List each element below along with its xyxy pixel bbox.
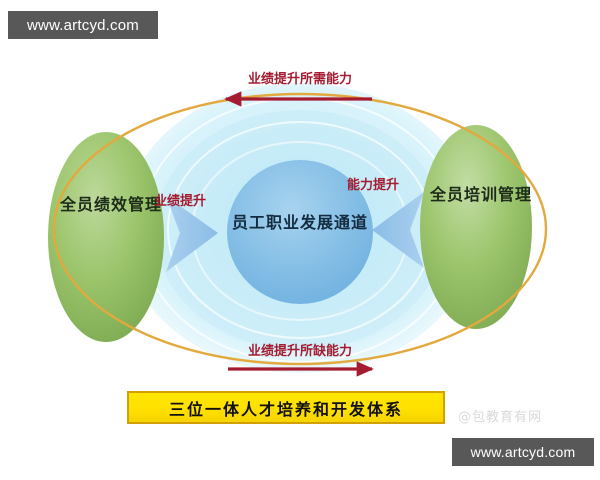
right-green-ellipse[interactable] bbox=[420, 125, 532, 329]
left-chevron-label: 业绩提升 bbox=[153, 194, 206, 209]
orange-loop-ring bbox=[52, 92, 548, 366]
top-arc-label: 业绩提升所需能力 bbox=[247, 72, 352, 87]
faint-overlay-watermark: @包教育有网 bbox=[458, 410, 543, 425]
bottom-arc-label: 业绩提升所缺能力 bbox=[247, 344, 352, 359]
watermark-bottom: www.artcyd.com bbox=[452, 438, 594, 466]
right-node-label: 全员培训管理 bbox=[430, 185, 533, 204]
left-node-label: 全员绩效管理 bbox=[60, 195, 163, 214]
title-banner-text: 三位一体人才培养和开发体系 bbox=[168, 399, 403, 419]
center-node-label: 员工职业发展通道 bbox=[231, 213, 368, 232]
center-ellipse[interactable] bbox=[227, 160, 373, 304]
left-chevron-arrow bbox=[166, 196, 218, 272]
right-chevron-arrow bbox=[372, 192, 424, 268]
left-green-ellipse[interactable] bbox=[48, 132, 164, 342]
right-chevron-label: 能力提升 bbox=[346, 178, 399, 193]
title-banner: 三位一体人才培养和开发体系 bbox=[127, 391, 445, 424]
watermark-top: www.artcyd.com bbox=[8, 11, 158, 39]
